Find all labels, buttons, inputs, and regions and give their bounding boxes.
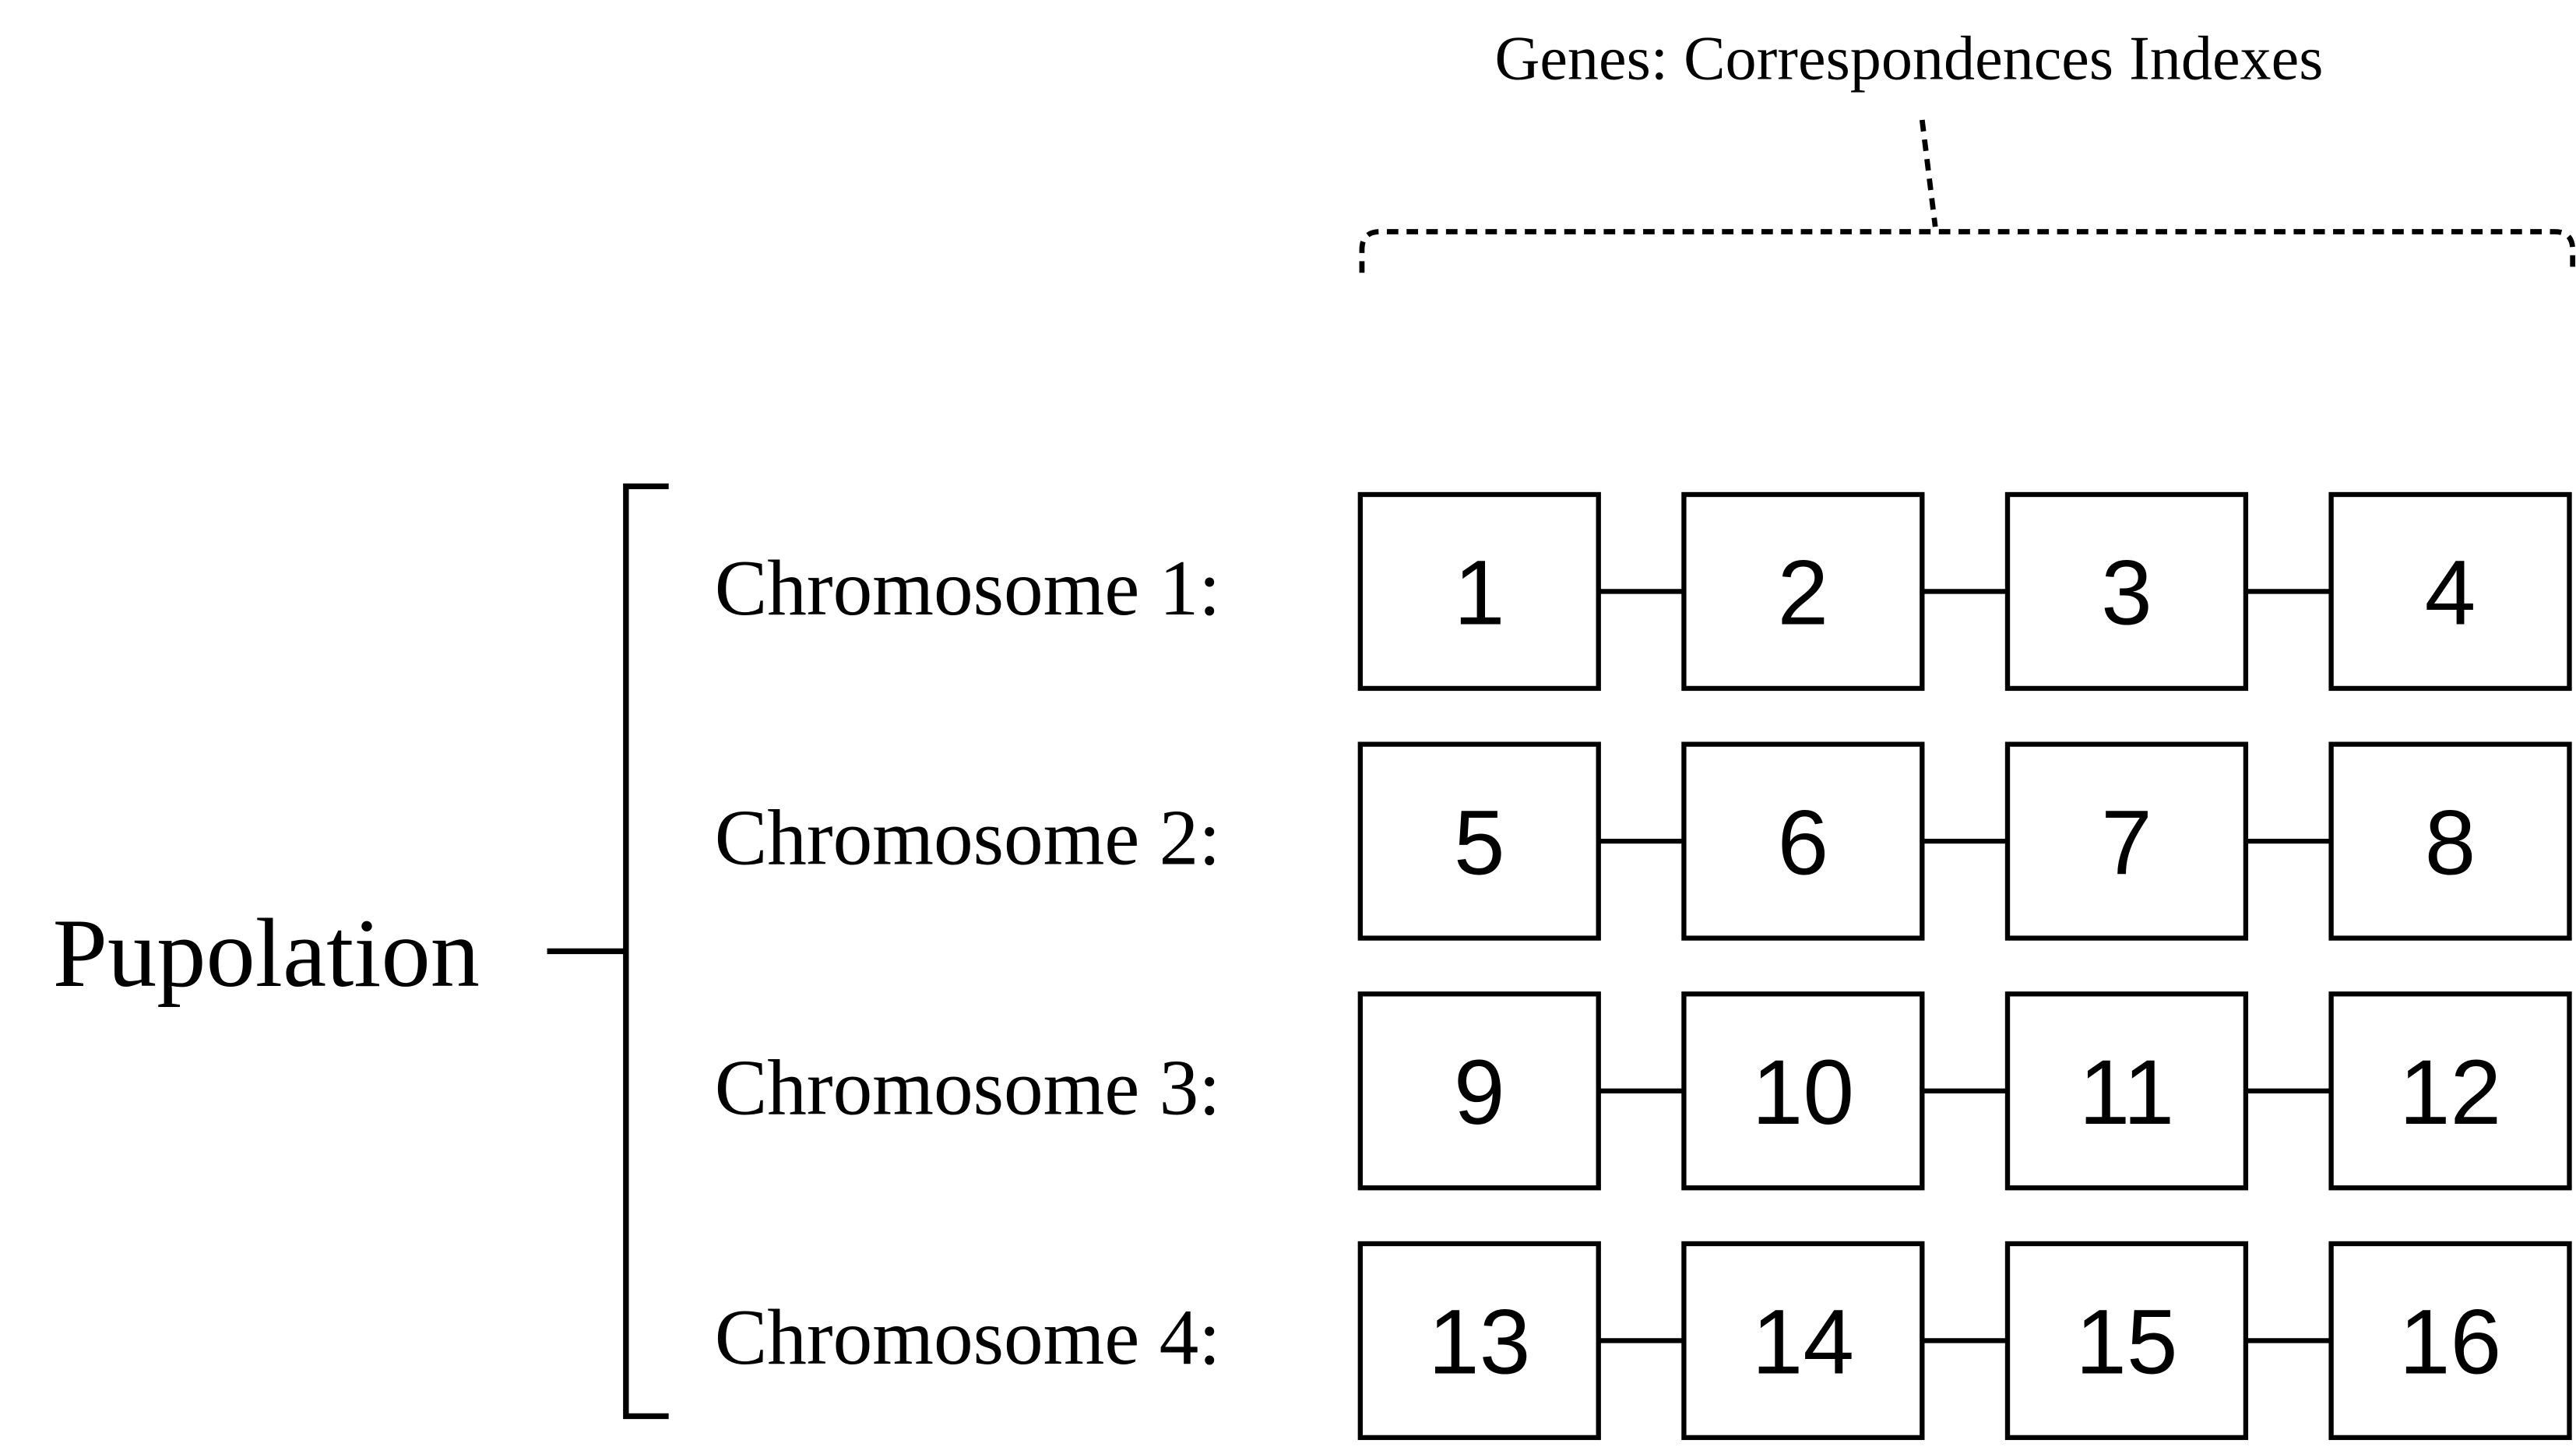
chromosome-label: Chromosome 3:: [715, 1044, 1221, 1131]
chromosome-row-3: Chromosome 3: 9 10 11 12: [715, 991, 2572, 1191]
population-bracket: [547, 483, 669, 1420]
gene-box: [2004, 1241, 2249, 1441]
chromosome-label: Chromosome 1:: [715, 544, 1221, 632]
gene-box: [2004, 741, 2249, 941]
gene-index: 3: [2101, 542, 2152, 645]
gene-index: 13: [1428, 1291, 1530, 1394]
gene-index: 14: [1752, 1291, 1854, 1394]
gene-box: [1681, 491, 1925, 692]
gene-index: 10: [1752, 1041, 1854, 1144]
gene-index: 8: [2425, 791, 2476, 894]
population-label: Pupolation: [53, 899, 480, 1008]
gene-box: [2004, 491, 2249, 692]
gene-index: 4: [2425, 542, 2476, 645]
genes-header-label: Genes: Correspondences Indexes: [1494, 24, 2323, 93]
gene-box: [1681, 1241, 1925, 1441]
chromosome-row-4: Chromosome 4: 13 14 15 16: [715, 1241, 2572, 1441]
gene-index: 7: [2101, 791, 2152, 894]
chromosome-label: Chromosome 2:: [715, 794, 1221, 882]
bracket-frame: [623, 483, 669, 1420]
gene-index: 5: [1454, 791, 1505, 894]
gene-index: 2: [1778, 542, 1829, 645]
gene-index: 12: [2399, 1041, 2501, 1144]
gene-box: [2328, 491, 2572, 692]
gene-box: [2328, 741, 2572, 941]
genes-brace: [1359, 119, 2576, 273]
gene-box: [1357, 1241, 1601, 1441]
brace-bar: [1359, 229, 2576, 273]
gene-box: [1357, 991, 1601, 1191]
gene-index: 16: [2399, 1291, 2501, 1394]
gene-box: [2004, 991, 2249, 1191]
gene-box: [2328, 991, 2572, 1191]
gene-index: 6: [1778, 791, 1829, 894]
gene-index: 9: [1454, 1041, 1505, 1144]
chromosome-label: Chromosome 4:: [715, 1294, 1221, 1381]
gene-index: 1: [1454, 542, 1505, 645]
brace-pointer: [1919, 119, 1938, 227]
gene-box: [2328, 1241, 2572, 1441]
chromosome-row-1: Chromosome 1: 1 2 3 4: [715, 491, 2572, 692]
gene-index: 11: [2079, 1041, 2175, 1144]
gene-index: 15: [2075, 1291, 2177, 1394]
chromosome-row-2: Chromosome 2: 5 6 7 8: [715, 741, 2572, 941]
